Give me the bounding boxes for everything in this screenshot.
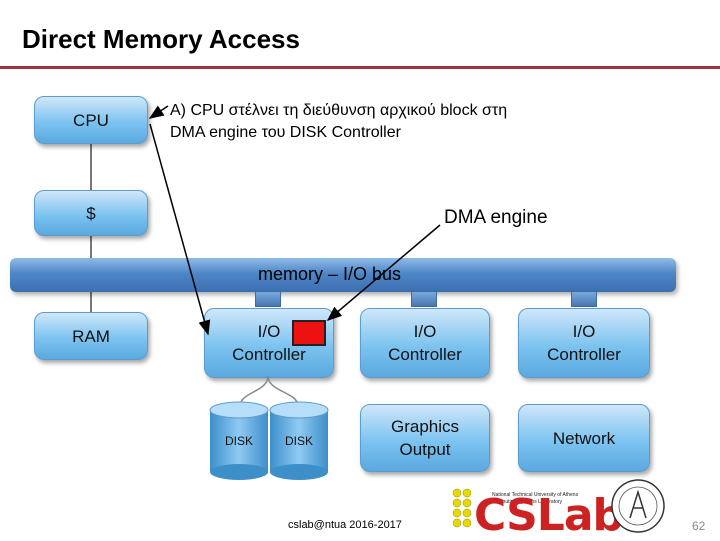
disk-2-label: DISK — [284, 434, 313, 448]
network-label: Network — [552, 428, 616, 448]
bus-tap-3 — [571, 291, 597, 307]
ram-label: RAM — [72, 326, 110, 346]
network-box: Network — [518, 404, 650, 472]
cslab-logo-text: CSLab — [474, 490, 624, 541]
memory-io-bus — [10, 258, 676, 292]
controller-label-line2: Controller — [232, 345, 306, 364]
controller-label-line1: I/O — [413, 322, 437, 341]
dma-engine-label: DMA engine — [444, 207, 548, 228]
graphics-label-line1: Graphics — [390, 417, 460, 436]
dma-label-arrow — [326, 224, 441, 321]
ntua-seal-icon — [611, 479, 665, 533]
disk2-connector — [267, 375, 299, 407]
graphics-output-box: Graphics Output — [360, 404, 490, 472]
disk1-connector — [239, 375, 269, 407]
cpu-cache-connector — [90, 140, 92, 190]
logo-subtitle-1: National Technical University of Athens — [492, 492, 579, 498]
controller-label-line1: I/O — [572, 322, 596, 341]
bus-tap-1 — [255, 291, 281, 307]
cpu-box: CPU — [34, 96, 148, 144]
note-to-cpu-arrow — [148, 105, 169, 119]
cpu-label: CPU — [73, 110, 109, 130]
disk-2-icon — [269, 401, 329, 480]
controller-label-line2: Controller — [388, 345, 462, 364]
page-number: 62 — [692, 519, 706, 533]
io-controller-graphics: I/O Controller — [360, 308, 490, 378]
cpu-to-controller-arrow — [149, 123, 211, 336]
ram-box: RAM — [34, 312, 148, 360]
controller-label-line2: Controller — [547, 345, 621, 364]
graphics-label-line2: Output — [399, 440, 451, 459]
cache-box: $ — [34, 190, 148, 236]
dma-engine-marker — [292, 320, 326, 346]
disk-1-icon — [209, 401, 269, 480]
page-title: Direct Memory Access — [22, 24, 300, 54]
bus-ram-connector — [90, 290, 92, 312]
dma-step-note: A) CPU στέλνει τη διεύθυνση αρχικού bloc… — [170, 100, 507, 144]
controller-label-line1: I/O — [257, 322, 281, 341]
title-divider — [0, 66, 720, 69]
cache-bus-connector — [90, 232, 92, 260]
disk-1-label: DISK — [224, 434, 253, 448]
cslab-logo-dots — [452, 488, 472, 528]
footer-text: cslab@ntua 2016-2017 — [288, 519, 402, 531]
note-line-2: DMA engine του DISK Controller — [170, 124, 401, 141]
bus-tap-2 — [411, 291, 437, 307]
note-line-1: A) CPU στέλνει τη διεύθυνση αρχικού bloc… — [170, 102, 508, 119]
bus-label: memory – I/O bus — [258, 264, 402, 284]
logo-subtitle-2: Computing Systems Laboratory — [492, 499, 563, 505]
cache-label: $ — [86, 203, 96, 223]
io-controller-network: I/O Controller — [518, 308, 650, 378]
